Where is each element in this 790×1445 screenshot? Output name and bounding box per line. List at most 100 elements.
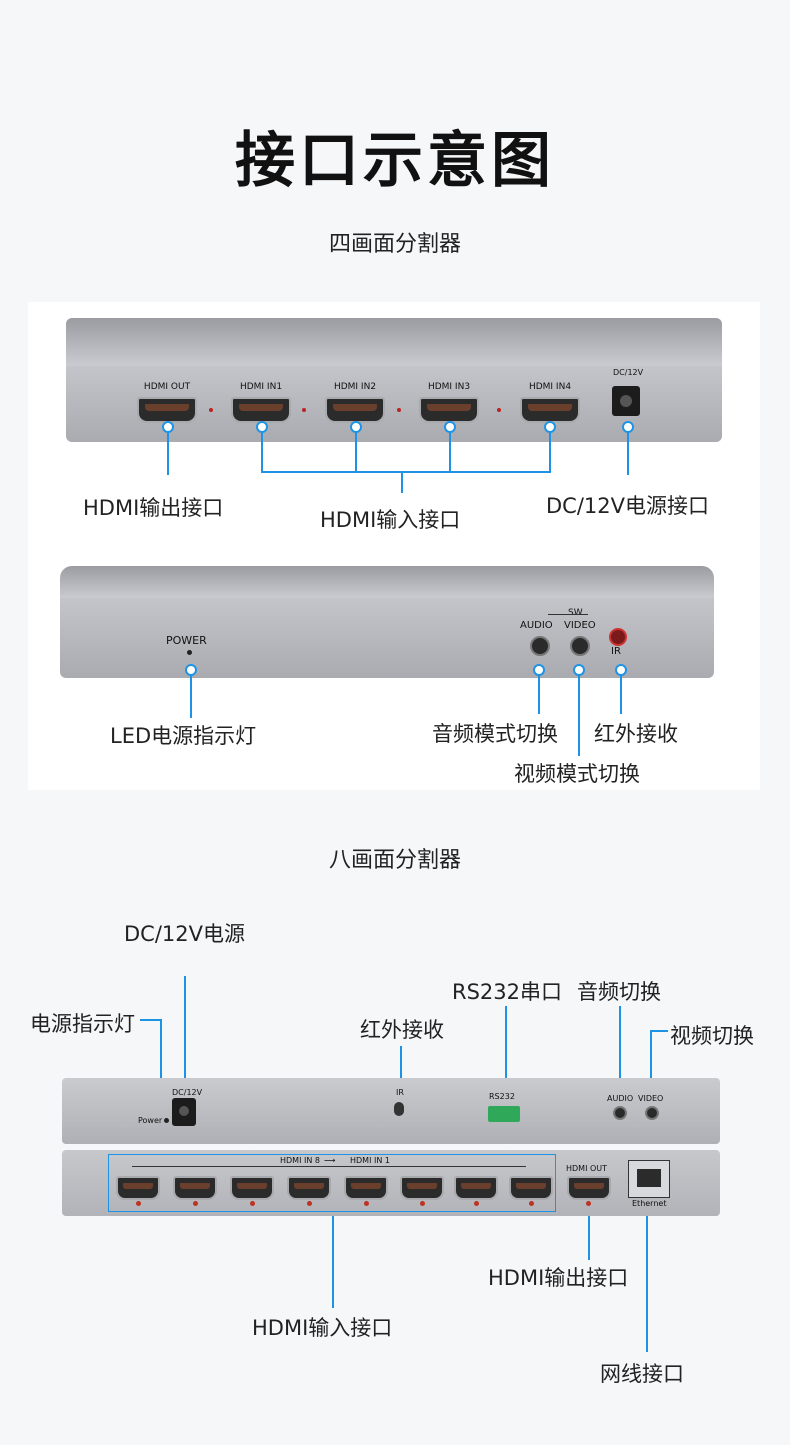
hdmi-in-port xyxy=(287,1176,331,1200)
connector-line xyxy=(160,1019,162,1107)
label-hdmi-out: HDMI输出接口 xyxy=(83,496,224,520)
eight-device-ports: HDMI IN 8 ⟶ HDMI IN 1 HDMI OUT Ethernet xyxy=(62,1150,720,1216)
range-line xyxy=(132,1166,526,1167)
hdmi-in-port xyxy=(509,1176,553,1200)
port-label: HDMI OUT xyxy=(143,382,191,392)
label-audio-mode: 音频模式切换 xyxy=(432,722,558,746)
rear-device-top xyxy=(66,318,722,366)
connector-line xyxy=(140,1019,162,1021)
audio-button[interactable] xyxy=(613,1106,627,1120)
indicator-dot xyxy=(307,1201,312,1206)
audio-button[interactable] xyxy=(530,636,550,656)
ethernet-port xyxy=(628,1160,670,1198)
rs232-terminal xyxy=(488,1106,520,1122)
hdmi-in-port xyxy=(454,1176,498,1200)
four-screen-panel: HDMI OUT HDMI IN1 HDMI IN2 HDMI IN3 HDMI… xyxy=(28,302,760,790)
connector-line xyxy=(578,674,580,756)
connector-line xyxy=(549,431,551,472)
ir-text: IR xyxy=(396,1088,404,1097)
video-text: VIDEO xyxy=(564,620,596,631)
power-text: Power xyxy=(138,1116,163,1125)
dc-label: DC/12V xyxy=(613,368,644,377)
connector-line xyxy=(646,1216,648,1352)
connector-line xyxy=(184,976,186,1098)
indicator-dot xyxy=(420,1201,425,1206)
connector-line xyxy=(588,1216,590,1260)
hdmi-out-port xyxy=(567,1176,611,1200)
hdmi-in-port xyxy=(116,1176,160,1200)
connector-line xyxy=(400,1046,402,1092)
port-label: HDMI IN4 xyxy=(528,382,572,392)
label-power-led: 电源指示灯 xyxy=(30,1012,135,1036)
power-led xyxy=(187,650,192,655)
label-led: LED电源指示灯 xyxy=(110,724,257,748)
rear-device-face: HDMI OUT HDMI IN1 HDMI IN2 HDMI IN3 HDMI… xyxy=(66,366,722,442)
eight-device-rear: Power DC/12V IR RS232 AUDIO VIDEO xyxy=(62,1078,720,1144)
page-title: 接口示意图 xyxy=(235,126,555,196)
connector-line xyxy=(261,431,263,472)
hdmi-in-port xyxy=(230,1176,274,1200)
connector-line xyxy=(505,1006,507,1090)
label-hdmi-in: HDMI输入接口 xyxy=(320,508,461,532)
indicator-dot xyxy=(209,408,213,412)
port-label: HDMI IN3 xyxy=(427,382,471,392)
indicator-dot xyxy=(497,408,501,412)
label-hdmi-in: HDMI输入接口 xyxy=(252,1316,393,1340)
label-network: 网线接口 xyxy=(600,1362,684,1386)
label-video-mode: 视频模式切换 xyxy=(514,762,640,786)
ethernet-text: Ethernet xyxy=(632,1199,667,1208)
connector-line xyxy=(650,1030,668,1032)
hdmi-in-port xyxy=(325,397,385,423)
hdmi-in-highlight xyxy=(108,1154,556,1212)
indicator-dot xyxy=(529,1201,534,1206)
connector-line xyxy=(538,674,540,714)
label-rs232: RS232串口 xyxy=(452,980,563,1004)
label-dc: DC/12V电源接口 xyxy=(546,494,709,518)
connector-line xyxy=(650,1030,652,1092)
sw-text: SW xyxy=(568,608,583,618)
dc-jack xyxy=(172,1098,196,1126)
section2-title: 八画面分割器 xyxy=(328,848,461,873)
audio-text: AUDIO xyxy=(607,1094,634,1103)
video-button[interactable] xyxy=(645,1106,659,1120)
connector-line xyxy=(190,674,192,718)
connector-line xyxy=(167,431,169,475)
hdmi-in-range-start: HDMI IN 8 xyxy=(280,1156,320,1165)
ir-sensor xyxy=(394,1102,404,1116)
connector-line xyxy=(401,471,403,493)
arrow-icon: ⟶ xyxy=(324,1156,336,1165)
hdmi-in-port xyxy=(173,1176,217,1200)
label-dc-power: DC/12V电源 xyxy=(124,922,245,946)
rs232-text: RS232 xyxy=(489,1092,515,1101)
video-text: VIDEO xyxy=(638,1094,664,1103)
dc-text: DC/12V xyxy=(172,1088,203,1097)
hdmi-out-text: HDMI OUT xyxy=(566,1164,608,1173)
label-ir: 红外接收 xyxy=(594,722,678,746)
indicator-dot xyxy=(136,1201,141,1206)
port-label: HDMI IN2 xyxy=(333,382,377,392)
label-hdmi-out: HDMI输出接口 xyxy=(488,1266,629,1290)
hdmi-in-port xyxy=(344,1176,388,1200)
hdmi-in-port xyxy=(520,397,580,423)
dc-jack xyxy=(612,386,640,416)
hdmi-out-port xyxy=(137,397,197,423)
hdmi-in-port xyxy=(419,397,479,423)
indicator-dot xyxy=(302,408,306,412)
connector-line xyxy=(619,1006,621,1092)
audio-text: AUDIO xyxy=(520,620,553,631)
connector-line xyxy=(332,1216,334,1308)
indicator-dot xyxy=(364,1201,369,1206)
connector-line xyxy=(627,431,629,475)
indicator-dot xyxy=(250,1201,255,1206)
ir-text: IR xyxy=(611,646,621,657)
ir-sensor xyxy=(609,628,627,646)
front-device-face: POWER SW AUDIO VIDEO IR xyxy=(60,598,714,678)
hdmi-in-range-end: HDMI IN 1 xyxy=(350,1156,390,1165)
front-device-top xyxy=(60,566,714,598)
hdmi-in-port xyxy=(231,397,291,423)
indicator-dot xyxy=(474,1201,479,1206)
port-label: HDMI IN1 xyxy=(239,382,283,392)
hdmi-in-port xyxy=(400,1176,444,1200)
power-text: POWER xyxy=(166,634,207,647)
video-button[interactable] xyxy=(570,636,590,656)
